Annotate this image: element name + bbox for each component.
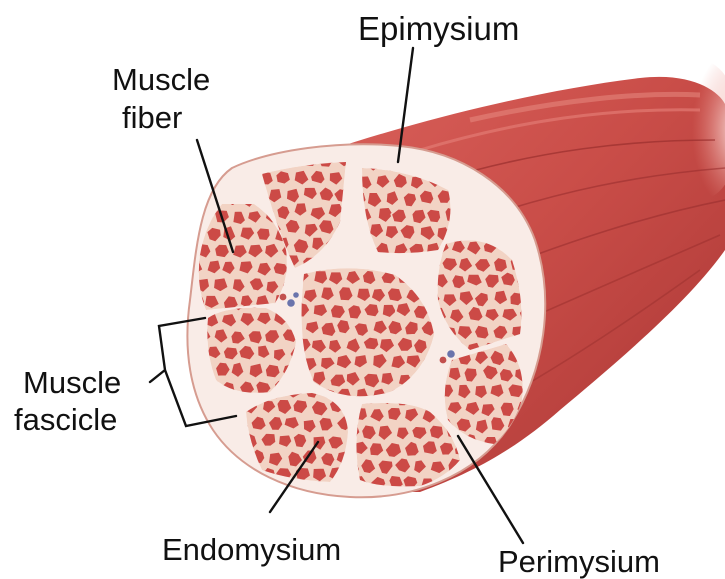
endomysium-label: Endomysium bbox=[162, 532, 341, 567]
muscle-fiber-cell bbox=[319, 417, 334, 431]
muscle-fiber-cell bbox=[474, 325, 489, 340]
muscle-fiber-cell bbox=[321, 322, 337, 337]
muscle-fiber-label-line2: fiber bbox=[122, 100, 182, 135]
muscle-fiber-cell bbox=[188, 194, 204, 208]
muscle-fiber-cell bbox=[454, 477, 469, 491]
muscle-fascicle-label-line1: Muscle bbox=[23, 365, 121, 400]
muscle-fiber-cell bbox=[320, 452, 335, 467]
muscle-fiber-cell bbox=[276, 170, 291, 184]
epimysium-label: Epimysium bbox=[358, 10, 519, 47]
muscle-fiber-cell bbox=[265, 364, 281, 378]
muscle-fiber-cell bbox=[318, 219, 334, 234]
muscle-fiber-cell bbox=[429, 425, 444, 440]
muscle-fiber-cell bbox=[285, 219, 301, 234]
muscle-fiber-cell bbox=[248, 330, 263, 344]
muscle-fiber-cell bbox=[500, 402, 515, 417]
muscle-fiber-cell bbox=[336, 319, 350, 334]
muscle-fiber-cell bbox=[508, 384, 524, 399]
muscle-fiber-cell bbox=[313, 270, 328, 284]
muscle-fiber-label-line1: Muscle bbox=[112, 62, 210, 97]
muscle-fiber-cell bbox=[362, 270, 376, 285]
muscle-fiber-cell bbox=[338, 286, 353, 301]
muscle-fascicle-label-line2: fascicle bbox=[14, 402, 117, 437]
muscle-fiber-cell bbox=[256, 228, 270, 241]
muscle-fiber-cell bbox=[387, 287, 403, 302]
perimysium-label: Perimysium bbox=[498, 544, 660, 579]
muscle-fiber-cell bbox=[493, 257, 508, 272]
muscle-fiber-cell bbox=[214, 244, 230, 258]
muscle-fiber-cell bbox=[293, 433, 307, 448]
muscle-fiber-cell bbox=[419, 190, 434, 205]
muscle-fiber-cell bbox=[347, 304, 362, 319]
muscle-fiber-cell bbox=[381, 372, 395, 386]
